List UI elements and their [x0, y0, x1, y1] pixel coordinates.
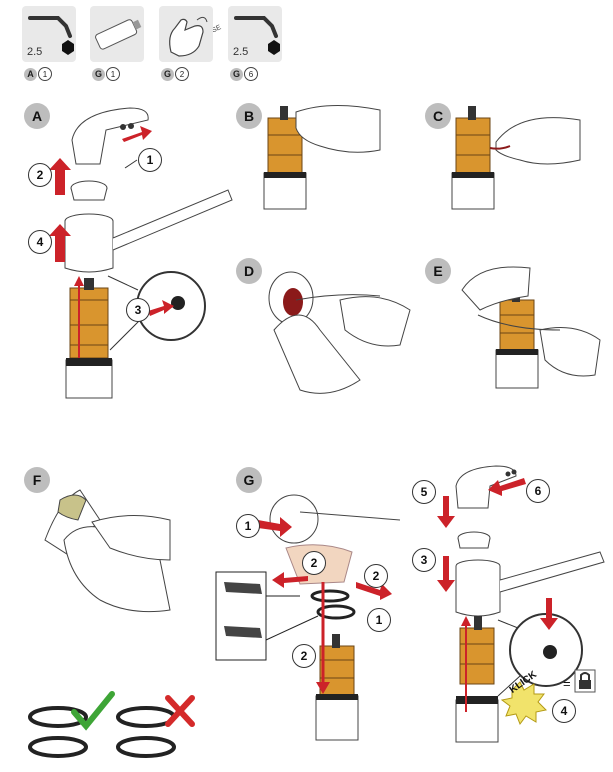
ref-number: 2	[175, 67, 189, 81]
cartridge-b	[263, 105, 381, 210]
rings-check-cross	[28, 691, 195, 758]
ref-letter: G	[161, 67, 174, 81]
step-badge-g: G	[236, 467, 262, 493]
step-a-num-3: 3	[126, 298, 150, 322]
step-g-num-2a: 2	[302, 551, 326, 575]
ref-letter: G	[230, 67, 243, 81]
cartridge-c	[451, 106, 581, 210]
step-g-num-2b: 2	[364, 564, 388, 588]
step-badge-b: B	[236, 103, 262, 129]
step-badge-f: F	[24, 467, 50, 493]
step-g-num-1b: 1	[367, 608, 391, 632]
grease-tool-card: GREASE	[90, 6, 222, 62]
ref-number: 1	[38, 67, 52, 81]
step-g-num-4: 4	[552, 699, 576, 723]
hand-tool-card	[159, 6, 213, 62]
step-a-num-4: 4	[28, 230, 52, 254]
ref-letter: A	[24, 67, 37, 81]
panel-d-drawing	[268, 271, 411, 394]
ref-letter: G	[92, 67, 105, 81]
tool-ref-a1: A 1	[24, 67, 52, 81]
step-badge-c: C	[425, 103, 451, 129]
step-badge-d: D	[236, 258, 262, 284]
tool-ref-g2: G 2	[161, 67, 189, 81]
equals-sign: =	[563, 676, 571, 691]
panel-f-drawing	[44, 489, 171, 613]
ref-number: 6	[244, 67, 258, 81]
step-g-num-6: 6	[526, 479, 550, 503]
step-g-num-3: 3	[412, 548, 436, 572]
hex-key-icon	[28, 16, 74, 55]
step-badge-e: E	[425, 258, 451, 284]
step-a-num-2: 2	[28, 163, 52, 187]
step-g-num-1a: 1	[236, 514, 260, 538]
tool-size-label: 2.5	[233, 46, 249, 58]
hand-icon	[169, 16, 208, 57]
panel-e-drawing	[461, 266, 601, 389]
step-badge-a: A	[24, 103, 50, 129]
step-g-num-5: 5	[412, 480, 436, 504]
tool-size-label: 2.5	[27, 46, 43, 58]
grease-tube-icon	[95, 19, 142, 50]
step-a-num-1: 1	[138, 148, 162, 172]
tool-ref-g1: G 1	[92, 67, 120, 81]
step-g-num-2c: 2	[292, 644, 316, 668]
ref-number: 1	[106, 67, 120, 81]
hex-key-tool-card: 2.5	[22, 6, 76, 62]
tool-ref-g6: G 6	[230, 67, 258, 81]
hex-key-icon	[234, 16, 280, 55]
hex-key-tool-card-2: 2.5	[228, 6, 282, 62]
